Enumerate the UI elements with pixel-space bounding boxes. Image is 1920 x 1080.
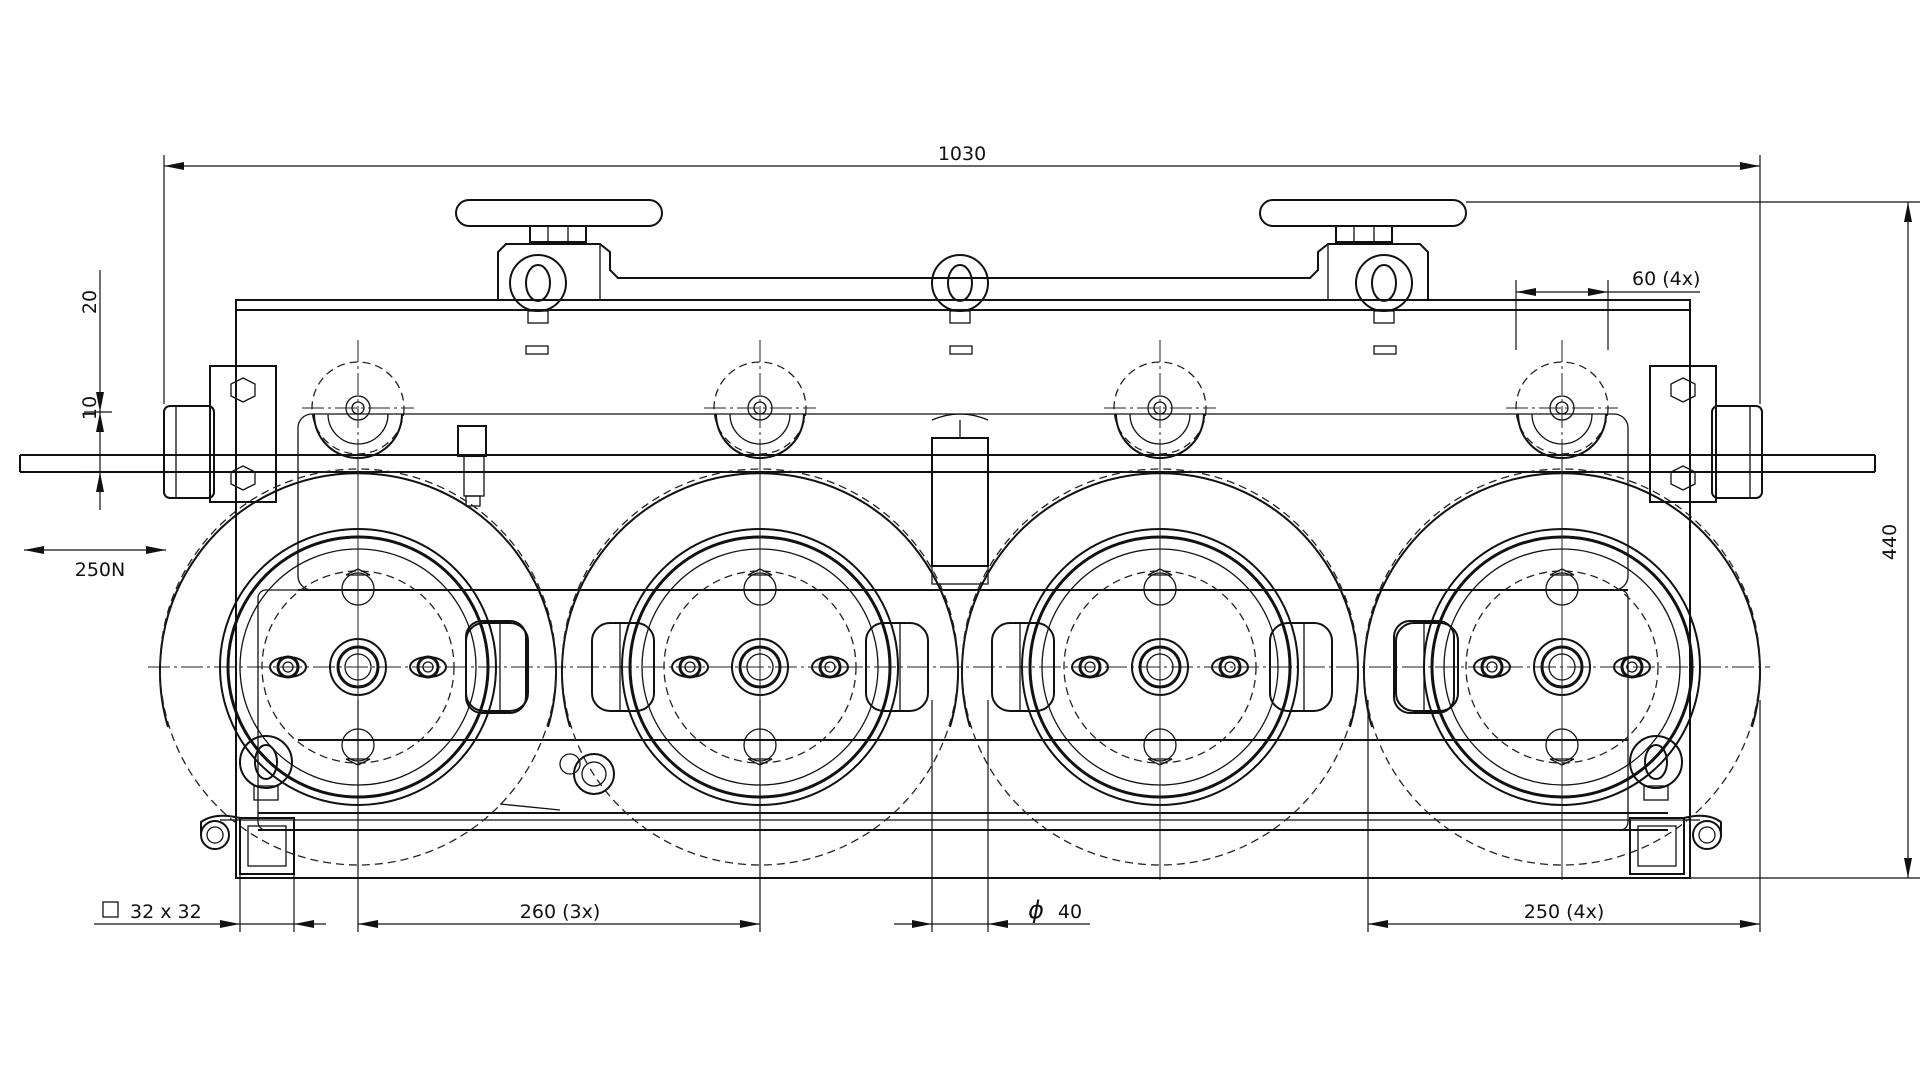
- force-arrow: [24, 546, 166, 554]
- eye-bolt-bottom-right: [1629, 735, 1722, 875]
- dimension-overall-width: [163, 155, 1761, 404]
- dimension-travel: [84, 270, 164, 510]
- dim-label-square-section: 32 x 32: [130, 901, 202, 923]
- dim-label-overall-width: 1030: [938, 143, 986, 165]
- square-symbol: [102, 901, 119, 918]
- handwheel-left: [455, 199, 663, 243]
- dimension-roller-spacing: [1515, 280, 1700, 350]
- dimension-overall-height: [1466, 201, 1920, 879]
- eye-bolt-top-right: [1355, 254, 1413, 355]
- dim-label-roller-spacing: 60 (4x): [1632, 268, 1700, 290]
- shaft-bar: [19, 454, 1876, 473]
- main-wheel: [1363, 457, 1761, 877]
- dimension-wheel-spacing-260: [358, 920, 760, 928]
- frame-slot-outer: [465, 620, 527, 714]
- dim-label-travel-lower: 10: [79, 396, 101, 420]
- frame-slot: [1269, 622, 1459, 712]
- dim-label-wheel-spacing-260: 260 (3x): [520, 901, 600, 923]
- dimension-bottom-extensions: [239, 700, 1761, 932]
- dim-label-diameter-symbol: ϕ: [1028, 896, 1044, 924]
- side-clamp-left: [163, 365, 277, 503]
- dim-label-travel-upper: 20: [79, 290, 101, 314]
- dimension-wheel-spacing-250: [1368, 920, 1760, 928]
- dim-label-wheel-spacing-250: 250 (4x): [1524, 901, 1604, 923]
- eye-bolt-bottom-left: [200, 735, 295, 875]
- dimension-square-section: [94, 901, 326, 928]
- limit-switch: [457, 425, 487, 507]
- main-wheels: [159, 457, 1761, 877]
- center-pillar: [931, 413, 989, 585]
- dim-label-push-force: 250N: [75, 559, 125, 581]
- eye-bolt-top-left: [509, 254, 567, 355]
- main-wheel: [961, 457, 1359, 877]
- dim-label-overall-height: 440: [1879, 524, 1901, 560]
- dimension-diameter: [894, 920, 1090, 928]
- top-beam: [497, 243, 1429, 300]
- side-clamp-right: [1649, 365, 1763, 503]
- frame-slot: [865, 622, 1055, 712]
- main-frame: [220, 299, 1700, 879]
- handwheel-right: [1259, 199, 1467, 243]
- frame-slot: [465, 622, 655, 712]
- eye-bolt-top-center: [931, 254, 989, 355]
- drive-gear: [499, 753, 615, 811]
- frame-slot-outer: [1393, 620, 1455, 714]
- dim-label-diameter-value: 40: [1058, 901, 1082, 923]
